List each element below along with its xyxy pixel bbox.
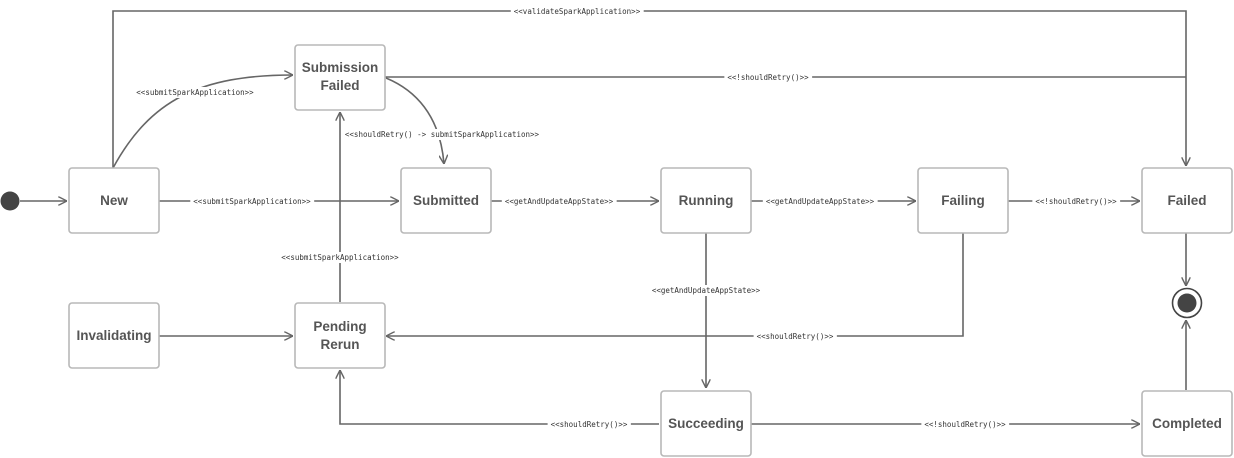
label-background xyxy=(190,196,315,207)
label-background xyxy=(278,252,403,263)
label-succeeding-to-pending: <<shouldRetry()>> xyxy=(551,420,628,429)
label-background xyxy=(724,72,813,83)
label-background xyxy=(133,87,258,98)
edge-succeeding-to-pending xyxy=(340,370,659,425)
state-succeeding: Succeeding xyxy=(660,390,752,457)
label-submission-failed-to-failed: <<!shouldRetry()>> xyxy=(727,73,809,82)
state-submitted: Submitted xyxy=(400,167,492,234)
label-submission-failed-to-submitted: <<shouldRetry() -> submitSparkApplicatio… xyxy=(345,130,540,139)
label-background xyxy=(921,419,1010,430)
state-new-label: New xyxy=(100,193,128,208)
label-background xyxy=(753,331,837,342)
state-submission-failed-label-line2: Failed xyxy=(320,78,359,93)
state-invalidating-label: Invalidating xyxy=(76,328,151,343)
state-invalidating: Invalidating xyxy=(68,302,160,369)
state-failing: Failing xyxy=(917,167,1009,234)
state-pending-rerun-label-line2: Rerun xyxy=(320,337,359,352)
state-completed-label: Completed xyxy=(1152,416,1222,431)
label-pending-to-submission-failed: <<submitSparkApplication>> xyxy=(281,253,399,262)
label-failing-to-pending: <<shouldRetry()>> xyxy=(757,332,834,341)
state-failing-label: Failing xyxy=(941,193,985,208)
edge-validate-to-failed xyxy=(112,10,1186,168)
label-validate: <<validateSparkApplication>> xyxy=(514,7,641,16)
label-submitted-to-running: <<getAndUpdateAppState>> xyxy=(505,197,614,206)
state-pending-rerun: Pending Rerun xyxy=(294,302,386,369)
state-running-label: Running xyxy=(679,193,734,208)
state-new: New xyxy=(68,167,160,234)
state-failed-label: Failed xyxy=(1167,193,1206,208)
label-background xyxy=(510,6,644,17)
label-background xyxy=(547,419,631,430)
label-new-to-submitted: <<submitSparkApplication>> xyxy=(193,197,311,206)
state-completed: Completed xyxy=(1141,390,1233,457)
state-running: Running xyxy=(660,167,752,234)
state-submission-failed-label-line1: Submission xyxy=(302,60,379,75)
label-background xyxy=(762,196,878,207)
state-submitted-label: Submitted xyxy=(413,193,479,208)
label-background xyxy=(501,196,617,207)
label-running-to-succeeding: <<getAndUpdateAppState>> xyxy=(652,286,761,295)
label-succeeding-to-completed: <<!shouldRetry()>> xyxy=(924,420,1006,429)
edge-failing-to-pending xyxy=(386,233,964,336)
label-background xyxy=(648,285,764,296)
label-background xyxy=(1032,196,1121,207)
label-running-to-failing: <<getAndUpdateAppState>> xyxy=(766,197,875,206)
label-background xyxy=(341,129,543,140)
state-failed: Failed xyxy=(1141,167,1233,234)
state-succeeding-label: Succeeding xyxy=(668,416,744,431)
final-state-marker xyxy=(1171,287,1203,319)
label-failing-to-failed: <<!shouldRetry()>> xyxy=(1035,197,1117,206)
state-pending-rerun-label-line1: Pending xyxy=(313,319,366,334)
edge-submission-failed-to-submitted xyxy=(385,77,444,164)
label-new-to-submission-failed: <<submitSparkApplication>> xyxy=(136,88,254,97)
transition-edges xyxy=(20,10,1186,425)
transition-labels: <<validateSparkApplication>> <<submitSpa… xyxy=(133,6,1121,430)
state-submission-failed: Submission Failed xyxy=(294,44,386,111)
initial-state-marker xyxy=(0,191,20,211)
